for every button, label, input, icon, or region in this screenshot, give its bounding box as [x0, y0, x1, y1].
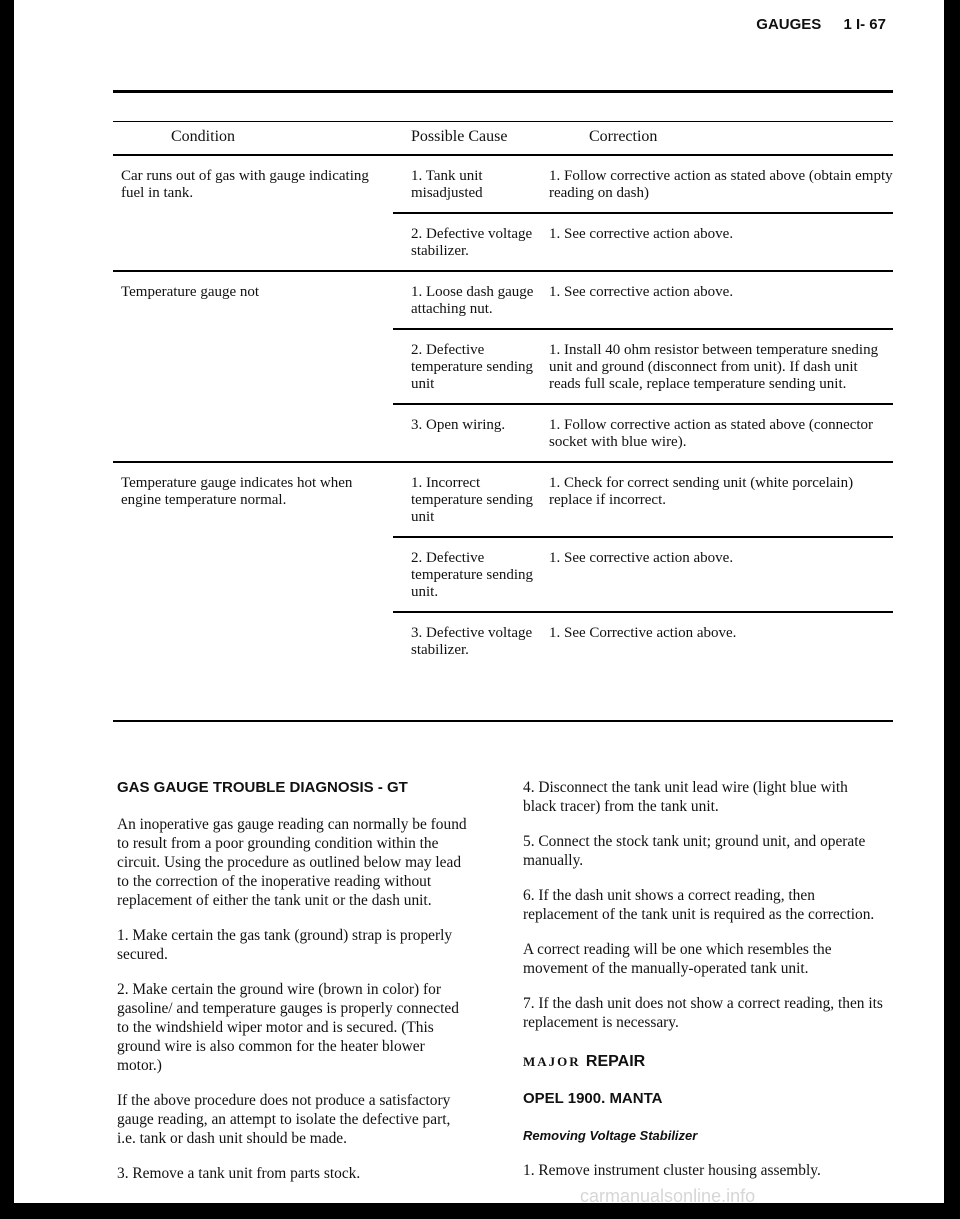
condition-header: Condition — [113, 122, 393, 156]
scan-edge-left — [0, 0, 14, 1219]
paragraph: 1. Remove instrument cluster housing ass… — [523, 1162, 821, 1179]
paragraph: An inoperative gas gauge reading can nor… — [117, 816, 467, 909]
cause-cell: 2. Defective voltage stabilizer. — [393, 212, 541, 271]
correction-header: Correction — [541, 122, 893, 156]
paragraph: 5. Connect the stock tank unit; ground u… — [523, 833, 866, 869]
cause-cell: 1. Tank unit misadjusted — [411, 168, 483, 201]
table-row: Temperature gauge indicates hot when eng… — [113, 461, 893, 669]
correction-cell: 1. Check for correct sending unit (white… — [541, 461, 893, 537]
cause-cell: 1. Incorrect temperature sending unit — [393, 461, 541, 537]
correction-cell: 1. See corrective action above. — [541, 270, 893, 329]
paragraph: 3. Remove a tank unit from parts stock. — [117, 1165, 361, 1182]
watermark-text: carmanualsonline.info — [580, 1186, 756, 1206]
paragraph: A correct reading will be one which rese… — [523, 941, 832, 977]
correction-cell: 1. Install 40 ohm resistor between tempe… — [541, 328, 893, 404]
correction-cell: 1. See Corrective action above. — [541, 611, 893, 669]
scan-edge-right — [944, 0, 960, 1219]
table-row: 2. Defective temperature sending unit. 1… — [113, 536, 893, 612]
section-heading: GAS GAUGE TROUBLE DIAGNOSIS - GT — [117, 779, 408, 796]
correction-cell: 1. See corrective action above. — [541, 536, 893, 612]
condition-cell: Car runs out of gas with gauge indicatin… — [121, 168, 369, 201]
cause-cell: 2. Defective temperature sending unit. — [393, 536, 541, 612]
paragraph: 1. Make certain the gas tank (ground) st… — [117, 927, 453, 963]
model-heading: OPEL 1900. MANTA — [523, 1090, 663, 1107]
cause-header: Possible Cause — [393, 122, 541, 156]
table-top-rule — [113, 121, 893, 122]
table-bottom-rule — [113, 720, 893, 722]
right-text-column: 4. Disconnect the tank unit lead wire (l… — [523, 778, 883, 1196]
paragraph: 7. If the dash unit does not show a corr… — [523, 995, 883, 1031]
major-word: REPAIR — [585, 1053, 646, 1070]
sub-heading: Removing Voltage Stabilizer — [523, 1128, 698, 1143]
paragraph: 6. If the dash unit shows a correct read… — [523, 887, 875, 923]
paragraph: 2. Make certain the ground wire (brown i… — [117, 981, 459, 1074]
table-row: Temperature gauge not 1. Loose dash gaug… — [113, 270, 893, 462]
table-row: Car runs out of gas with gauge indicatin… — [113, 155, 893, 213]
page-number: 1 I- 67 — [843, 16, 886, 33]
page-header: GAUGES 1 I- 67 — [0, 16, 886, 33]
correction-cell: 1. See corrective action above. — [541, 212, 893, 271]
major-prefix: MAJOR — [523, 1054, 581, 1069]
table-row: 3. Defective voltage stabilizer. 1. See … — [113, 611, 893, 669]
cause-cell: 3. Open wiring. — [393, 403, 541, 462]
correction-cell: 1. Follow corrective action as stated ab… — [541, 403, 893, 462]
condition-cell: Temperature gauge not — [113, 270, 393, 462]
paragraph: If the above procedure does not produce … — [117, 1092, 451, 1147]
table-header-row: Condition Possible Cause Correction — [113, 122, 893, 156]
table-row: 2. Defective temperature sending unit 1.… — [113, 328, 893, 404]
condition-cell: Temperature gauge indicates hot when eng… — [113, 461, 393, 669]
header-rule — [113, 90, 893, 93]
scan-edge-bottom — [0, 1203, 960, 1219]
cause-cell: 3. Defective voltage stabilizer. — [393, 611, 541, 669]
paragraph: 4. Disconnect the tank unit lead wire (l… — [523, 779, 848, 815]
table-row: 2. Defective voltage stabilizer. 1. See … — [113, 212, 893, 271]
cause-cell: 2. Defective temperature sending unit — [393, 328, 541, 404]
major-repair-heading: MAJOR REPAIR — [523, 1052, 883, 1071]
section-title: GAUGES — [756, 16, 822, 33]
cause-cell: 1. Loose dash gauge attaching nut. — [393, 270, 541, 329]
correction-cell: 1. Follow corrective action as stated ab… — [549, 168, 893, 201]
table-row: 3. Open wiring. 1. Follow corrective act… — [113, 403, 893, 462]
diagnosis-table: Condition Possible Cause Correction Car … — [113, 122, 893, 669]
left-text-column: GAS GAUGE TROUBLE DIAGNOSIS - GT An inop… — [117, 778, 467, 1199]
